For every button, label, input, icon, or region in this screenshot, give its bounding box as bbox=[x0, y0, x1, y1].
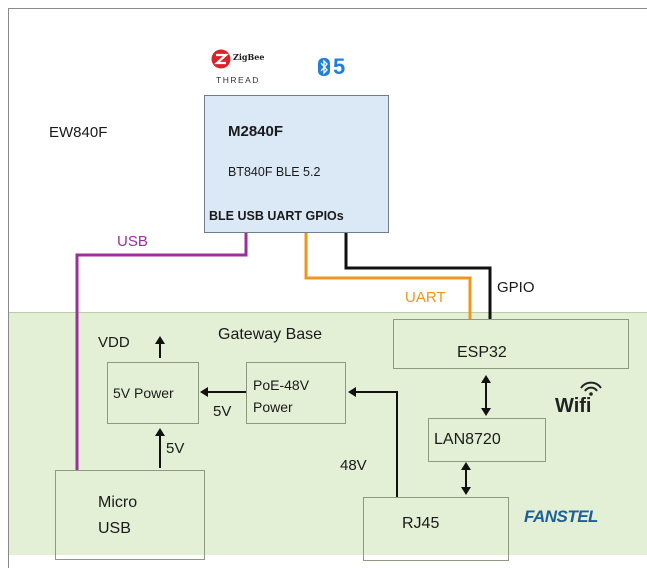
lan8720-box bbox=[428, 418, 546, 462]
usb-signal-label: USB bbox=[117, 233, 148, 250]
gpio-line bbox=[344, 232, 492, 319]
zigbee-text: ZigBee bbox=[233, 52, 265, 62]
chip-title: M2840F bbox=[228, 123, 284, 140]
connection-lines bbox=[75, 232, 492, 497]
micro-to-5v-arrowhead bbox=[155, 428, 165, 436]
esp32-label: ESP32 bbox=[457, 344, 507, 361]
lan8720-label: LAN8720 bbox=[434, 431, 501, 448]
vdd-label: VDD bbox=[98, 334, 130, 351]
uart-signal-label: UART bbox=[405, 289, 446, 306]
chip-interfaces: BLE USB UART GPIOs bbox=[209, 209, 344, 223]
outer-frame bbox=[8, 8, 647, 568]
vdd-arrowhead bbox=[155, 336, 165, 344]
poe-5v-label: 5V bbox=[213, 403, 232, 420]
block-diagram: M2840F BT840F BLE 5.2 BLE USB UART GPIOs… bbox=[8, 8, 647, 568]
esp32-box bbox=[393, 319, 629, 369]
esp32-lan-arrowhead-down bbox=[481, 408, 491, 416]
micro-5v-label: 5V bbox=[166, 440, 185, 457]
gpio-signal-label: GPIO bbox=[497, 279, 535, 296]
micro-usb-box bbox=[55, 470, 205, 560]
uart-line bbox=[304, 232, 472, 319]
gateway-base-title: Gateway Base bbox=[218, 326, 323, 343]
poe-power-line1: PoE-48V bbox=[253, 377, 310, 393]
poe-power-box bbox=[246, 362, 346, 424]
power-5v-box bbox=[107, 362, 199, 424]
esp32-lan-arrowhead-up bbox=[481, 375, 491, 383]
lan-rj45-arrowhead-down bbox=[461, 487, 471, 495]
rj45-to-poe-line bbox=[354, 391, 398, 497]
usb-line bbox=[75, 232, 248, 470]
poe-to-5v-arrowhead bbox=[200, 387, 208, 397]
power-5v-label: 5V Power bbox=[113, 385, 174, 401]
rj45-48v-label: 48V bbox=[340, 457, 367, 474]
chip-subtitle: BT840F BLE 5.2 bbox=[228, 165, 321, 179]
thread-text: THREAD bbox=[216, 75, 260, 85]
module-label: EW840F bbox=[49, 124, 108, 141]
m2840f-chip-box bbox=[204, 95, 389, 233]
poe-power-line2: Power bbox=[253, 399, 293, 415]
bluetooth-icon bbox=[318, 58, 330, 76]
fanstel-logo: FANSTEL bbox=[524, 507, 598, 526]
bluetooth-version: 5 bbox=[333, 54, 346, 79]
gateway-base-region bbox=[8, 312, 647, 555]
wifi-icon bbox=[580, 381, 602, 396]
micro-usb-line2: USB bbox=[98, 520, 131, 537]
rj45-to-poe-arrowhead bbox=[348, 387, 356, 397]
rj45-label: RJ45 bbox=[402, 515, 440, 532]
zigbee-icon bbox=[211, 49, 231, 69]
wifi-label: Wifi bbox=[555, 395, 592, 417]
micro-usb-line1: Micro bbox=[98, 494, 138, 511]
lan-rj45-arrowhead-up bbox=[461, 462, 471, 470]
